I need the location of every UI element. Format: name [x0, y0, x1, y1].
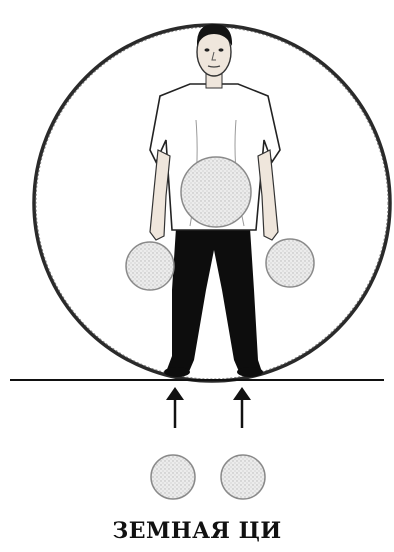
left-shoe — [164, 367, 190, 377]
left-arm — [150, 150, 170, 240]
arrow-up-icon — [233, 387, 251, 428]
energy-ball-icon — [151, 455, 195, 499]
right-shoe — [237, 367, 263, 377]
energy-ball-icon — [126, 242, 174, 290]
arrow-up-icon — [166, 387, 184, 428]
energy-ball-icon — [266, 239, 314, 287]
trousers — [166, 228, 262, 374]
energy-ball-icon — [221, 455, 265, 499]
energy-ball-icon — [181, 157, 251, 227]
diagram-caption: ЗЕМНАЯ ЦИ — [0, 518, 394, 544]
right-arm — [258, 150, 278, 240]
